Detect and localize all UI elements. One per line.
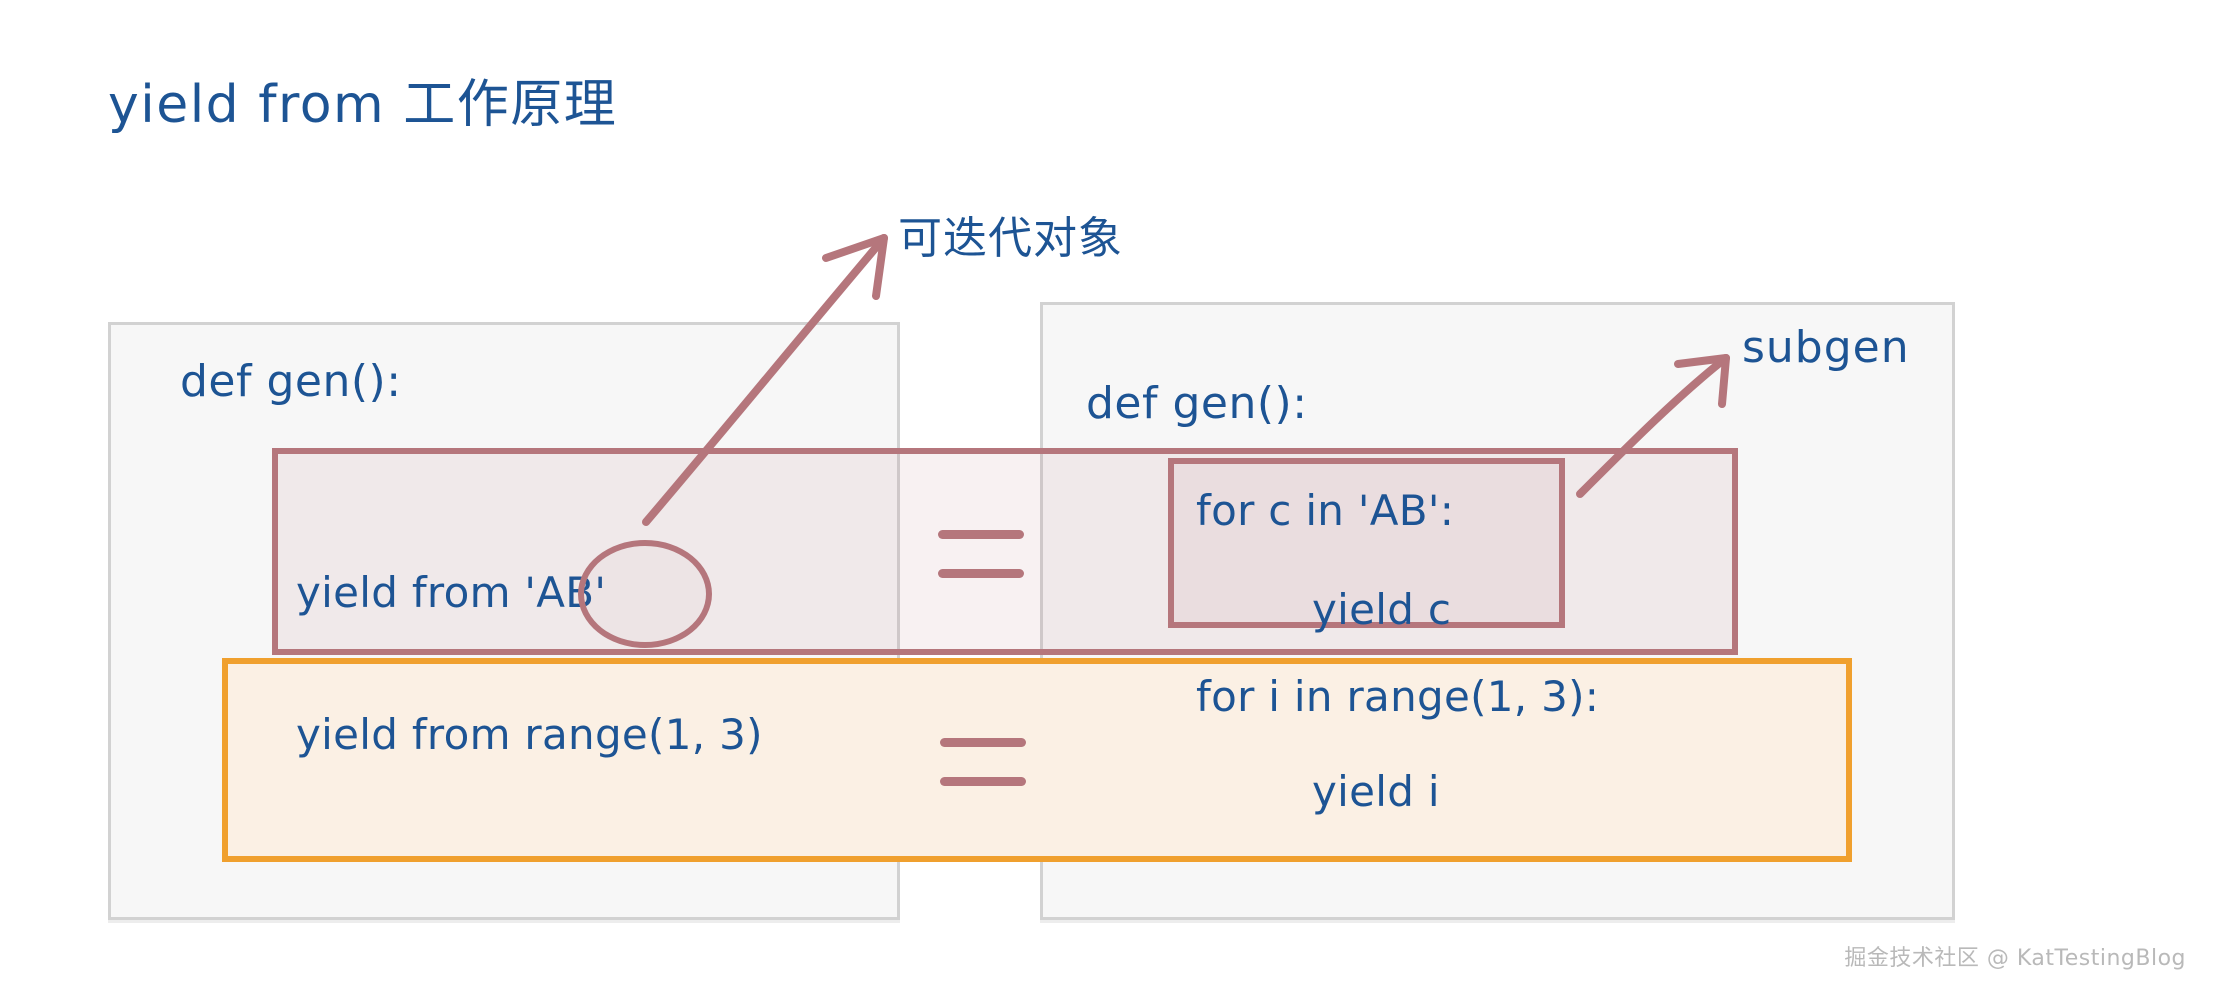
- right-for-i-in-range-code: for i in range(1, 3):: [1196, 672, 1600, 721]
- page-title: yield from 工作原理: [108, 75, 618, 135]
- equals-sign-red-row: [938, 530, 1024, 582]
- orange-equivalence-band: [222, 658, 1852, 862]
- ab-highlight-circle: [578, 540, 712, 648]
- watermark-credit: 掘金技术社区 @ KatTestingBlog: [1844, 946, 2186, 971]
- right-yield-c-code: yield c: [1312, 585, 1452, 634]
- subgen-annotation-label: subgen: [1742, 322, 1910, 373]
- red-equivalence-band: [272, 448, 1738, 655]
- right-for-c-in-ab-code: for c in 'AB':: [1196, 486, 1455, 535]
- right-yield-i-code: yield i: [1312, 767, 1440, 816]
- left-yield-from-range-code: yield from range(1, 3): [296, 710, 763, 759]
- iterable-annotation-label: 可迭代对象: [898, 213, 1123, 264]
- red-inner-subgen-box: [1168, 458, 1565, 628]
- right-panel-def-header: def gen():: [1086, 378, 1308, 429]
- equals-sign-orange-row: [940, 738, 1026, 790]
- left-yield-from-ab-code: yield from 'AB': [296, 568, 607, 617]
- left-panel-def-header: def gen():: [180, 356, 402, 407]
